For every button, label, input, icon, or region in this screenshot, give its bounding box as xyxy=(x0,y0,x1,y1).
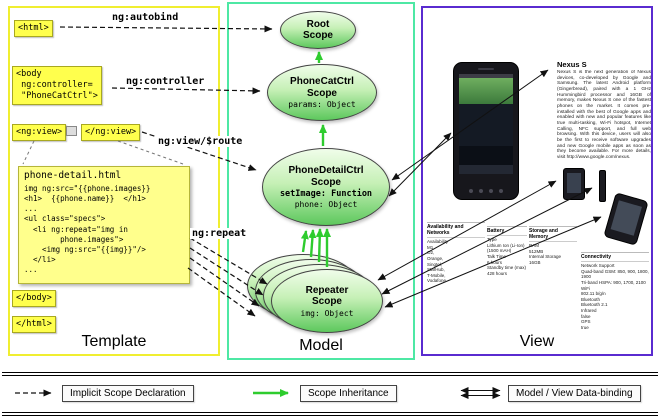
phonedetailctrl-phone-prop: phone: Object xyxy=(294,200,358,209)
legend-databinding-label: Model / View Data-binding xyxy=(508,384,641,402)
legend-implicit: Implicit Scope Declaration xyxy=(14,383,194,403)
template-column-label: Template xyxy=(81,333,147,350)
double-arrow-icon xyxy=(460,387,501,399)
legend-bottom-rule xyxy=(2,412,658,416)
spec-connectivity: Connectivity Network Support Quad-band G… xyxy=(581,252,649,331)
phone-buttons xyxy=(454,189,518,193)
phonedetailctrl-scope-title: PhoneDetailCtrl Scope xyxy=(288,165,364,188)
phonecatctrl-scope-title: PhoneCatCtrl Scope xyxy=(290,76,354,99)
root-scope-ellipse: Root Scope xyxy=(280,11,356,49)
view-column-label: View xyxy=(519,333,555,350)
legend-implicit-label: Implicit Scope Declaration xyxy=(62,384,194,402)
root-scope-title: Root Scope xyxy=(302,18,333,42)
html-open-tag: <html> xyxy=(14,20,53,38)
phonedetailctrl-scope-ellipse: PhoneDetailCtrl Scope setImage: Function… xyxy=(262,148,390,226)
legend-databinding: Model / View Data-binding xyxy=(458,383,641,403)
ng-controller-label: ng:controller xyxy=(124,76,207,87)
code-body: img ng:src="{{phone.images}} <h1> {{phon… xyxy=(24,184,151,274)
phone-dock xyxy=(459,165,513,174)
phone-screen-content xyxy=(459,78,513,104)
dashed-arrow-icon xyxy=(15,389,52,397)
body-open-tag: <body ng:controller= "PhoneCatCtrl"> xyxy=(12,66,102,106)
phonecatctrl-scope-ellipse: PhoneCatCtrl Scope params: Object xyxy=(267,64,377,121)
repeater-img-prop: img: Object xyxy=(300,308,354,318)
spec-connectivity-body: Network Support Quad-band GSM: 850, 900,… xyxy=(581,263,649,330)
code-filename: phone-detail.html xyxy=(24,170,122,181)
model-column: Root Scope PhoneCatCtrl Scope params: Ob… xyxy=(227,2,415,360)
body-close-tag: </body> xyxy=(12,290,56,308)
repeater-scope-title: Repeater Scope xyxy=(305,284,349,308)
ng-repeat-label: ng:repeat xyxy=(190,228,249,239)
model-column-label: Model xyxy=(299,337,343,354)
spec-availability-title: Availability and Networks xyxy=(427,222,485,238)
view-column: Nexus S Nexus S is the next generation o… xyxy=(421,6,653,356)
phone-name-heading: Nexus S xyxy=(557,60,587,69)
phone-speaker xyxy=(478,68,494,70)
spec-connectivity-title: Connectivity xyxy=(581,252,649,262)
phonecatctrl-params-prop: params: Object xyxy=(288,100,356,109)
phone-screen-lower xyxy=(459,104,513,146)
phone-screen xyxy=(459,74,513,174)
phone-thumbnail-side xyxy=(599,170,606,202)
legend-inheritance: Scope Inheritance xyxy=(252,383,397,403)
ng-view-route-label: ng:view/$route xyxy=(156,136,245,147)
spec-storage-title: Storage and Memory xyxy=(529,226,577,242)
phone-description: Nexus S is the next generation of Nexus … xyxy=(557,70,651,160)
phone-thumbnail-angle xyxy=(603,192,649,246)
ngview-open-tag: <ng:view> xyxy=(12,124,67,142)
spec-storage-body: RAM 512MB Internal Storage 16GB xyxy=(529,243,562,265)
phone-image xyxy=(453,62,519,200)
view-placeholder-icon xyxy=(66,126,77,136)
legend-inheritance-label: Scope Inheritance xyxy=(300,384,397,402)
ng-autobind-label: ng:autobind xyxy=(110,12,181,23)
spec-storage: Storage and Memory RAM 512MB Internal St… xyxy=(529,226,577,266)
phone-detail-code-box: phone-detail.html img ng:src="{{phone.im… xyxy=(18,166,190,284)
green-arrow-icon xyxy=(253,389,289,397)
spec-availability-body: Availability M1, O2, Orange, Singtel, St… xyxy=(427,239,449,284)
spec-battery-title: Battery xyxy=(487,226,527,236)
phone-thumbnail-front xyxy=(563,168,585,200)
html-close-tag: </html> xyxy=(12,316,56,334)
ngview-close-tag: </ng:view> xyxy=(81,124,141,142)
legend-top-rule xyxy=(2,372,658,376)
phonedetailctrl-setimage-prop: setImage: Function xyxy=(279,189,373,199)
template-column: <html> ng:autobind <body ng:controller= … xyxy=(8,6,249,356)
spec-battery-body: Type Lithium Ion (Li-Ion) (1500 mAH) Tal… xyxy=(487,237,527,276)
spec-battery: Battery Type Lithium Ion (Li-Ion) (1500 … xyxy=(487,226,527,276)
spec-availability: Availability and Networks Availability M… xyxy=(427,222,485,284)
repeater-scope-ellipse: Repeater Scope img: Object xyxy=(271,269,383,333)
